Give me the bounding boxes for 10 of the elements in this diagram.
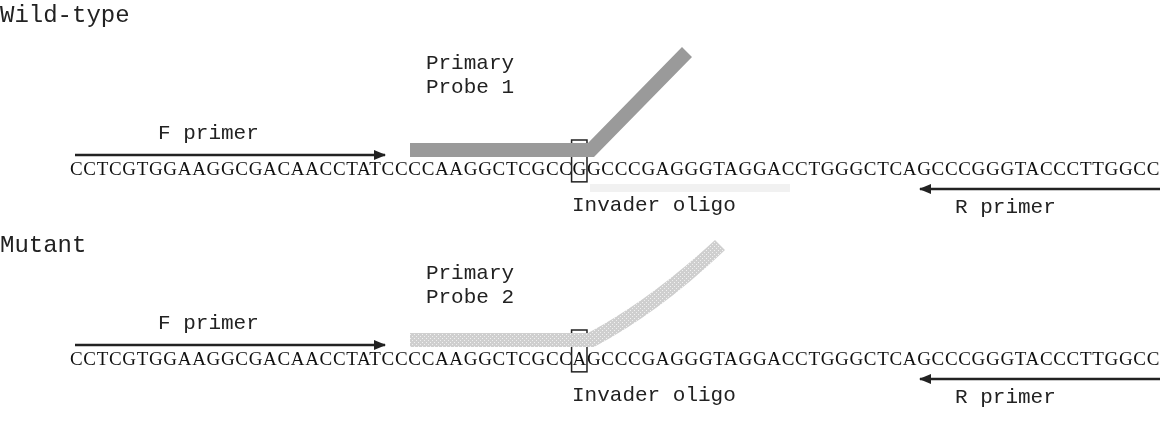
oligo-label: Invader oligo: [572, 194, 736, 219]
primer-label: R primer: [955, 196, 1056, 221]
probe-label: Primary Probe 1: [424, 52, 516, 101]
section-heading: Mutant: [0, 232, 87, 260]
primer-label: F primer: [158, 312, 259, 337]
primer-label: F primer: [158, 122, 259, 147]
primer-label: R primer: [955, 386, 1056, 411]
probe-label: Primary Probe 2: [424, 262, 516, 311]
oligo-label: Invader oligo: [572, 384, 736, 409]
section-heading: Wild-type: [0, 2, 130, 30]
